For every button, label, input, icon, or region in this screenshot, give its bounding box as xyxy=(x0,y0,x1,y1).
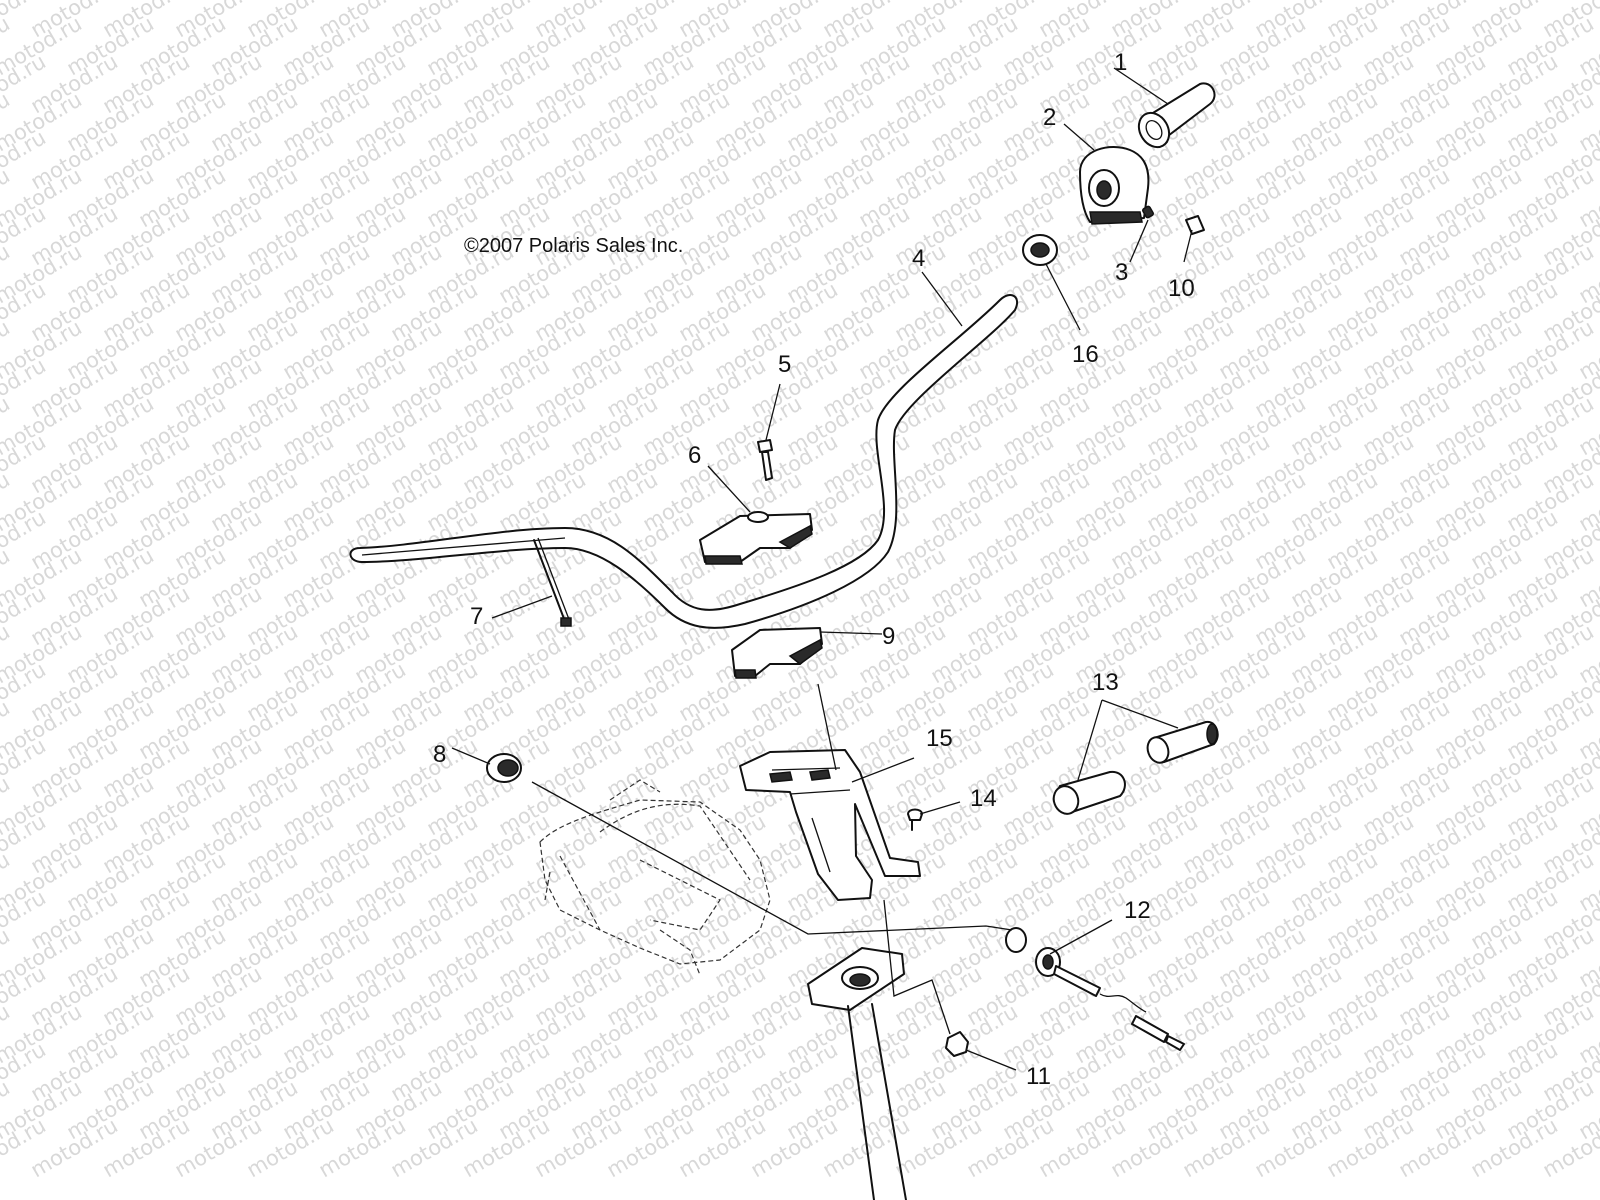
callout-7: 7 xyxy=(470,603,483,630)
callout-12: 12 xyxy=(1124,897,1151,924)
steering-column-part xyxy=(807,947,907,1200)
grip-part xyxy=(1137,82,1216,149)
callout-11: 11 xyxy=(1026,1063,1051,1090)
switch-cylinders-part xyxy=(1052,720,1219,815)
set-screw-part xyxy=(1142,205,1154,219)
callout-labels: 1 2 3 10 16 4 5 6 7 9 8 13 15 14 12 11 xyxy=(433,49,1195,1090)
handlebar-part xyxy=(349,294,1019,629)
lower-clamp-part xyxy=(731,627,823,679)
callout-8: 8 xyxy=(433,741,446,768)
cap-part xyxy=(1185,215,1205,235)
throttle-housing-part xyxy=(1079,146,1150,225)
nut-part xyxy=(945,1031,969,1057)
watermark-text: motod.ru xyxy=(1575,0,1600,4)
front-frame-part xyxy=(539,779,771,976)
callout-16: 16 xyxy=(1072,341,1099,368)
copyright-text: ©2007 Polaris Sales Inc. xyxy=(464,235,683,257)
mounting-bracket-part xyxy=(739,749,921,901)
callout-13: 13 xyxy=(1092,669,1119,696)
bushing-ring-part xyxy=(1022,234,1058,266)
callout-10: 10 xyxy=(1168,275,1195,302)
grommet-part xyxy=(486,753,522,783)
small-screw-part xyxy=(907,808,923,831)
callout-14: 14 xyxy=(970,785,997,812)
upper-clamp-part xyxy=(699,511,813,565)
callout-5: 5 xyxy=(778,351,791,378)
callout-6: 6 xyxy=(688,442,701,469)
callout-15: 15 xyxy=(926,725,953,752)
long-pin-part xyxy=(533,537,572,627)
callout-1: 1 xyxy=(1114,49,1127,76)
callout-2: 2 xyxy=(1043,104,1056,131)
speedo-cable-part xyxy=(1005,927,1185,1051)
bolt-part xyxy=(757,439,773,481)
leader-lines xyxy=(451,67,1193,1071)
callout-4: 4 xyxy=(912,245,925,272)
callout-9: 9 xyxy=(882,623,895,650)
callout-3: 3 xyxy=(1115,259,1128,286)
